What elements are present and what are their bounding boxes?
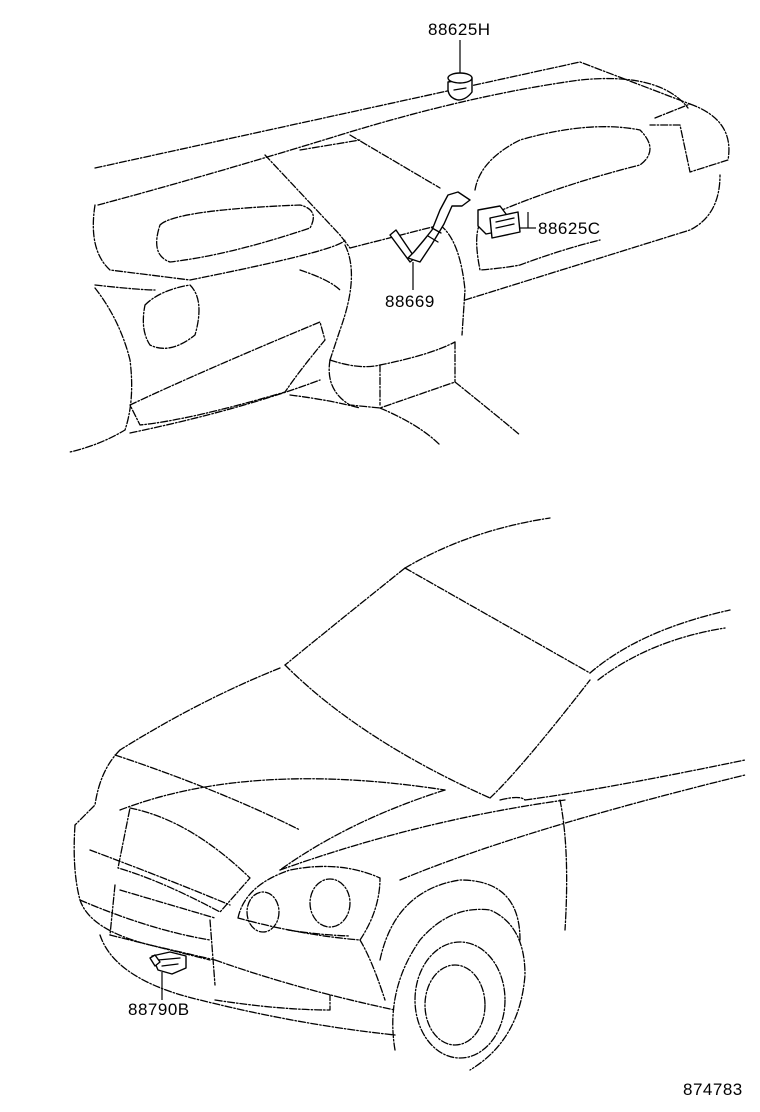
hose-88669-icon bbox=[389, 191, 471, 263]
car-front-outline bbox=[73, 517, 746, 1071]
dashboard-outline bbox=[69, 61, 730, 453]
diagram-number: 874783 bbox=[683, 1080, 743, 1099]
label-88669: 88669 bbox=[385, 292, 435, 311]
label-88625c: 88625C bbox=[538, 219, 601, 238]
label-88625h: 88625H bbox=[428, 20, 491, 39]
label-88790b: 88790B bbox=[128, 1000, 190, 1019]
ambient-temp-sensor-88790b-icon bbox=[149, 951, 187, 975]
humidity-sensor-88625c-icon bbox=[477, 205, 521, 239]
cabin-sensor-88625h-icon bbox=[447, 72, 473, 101]
